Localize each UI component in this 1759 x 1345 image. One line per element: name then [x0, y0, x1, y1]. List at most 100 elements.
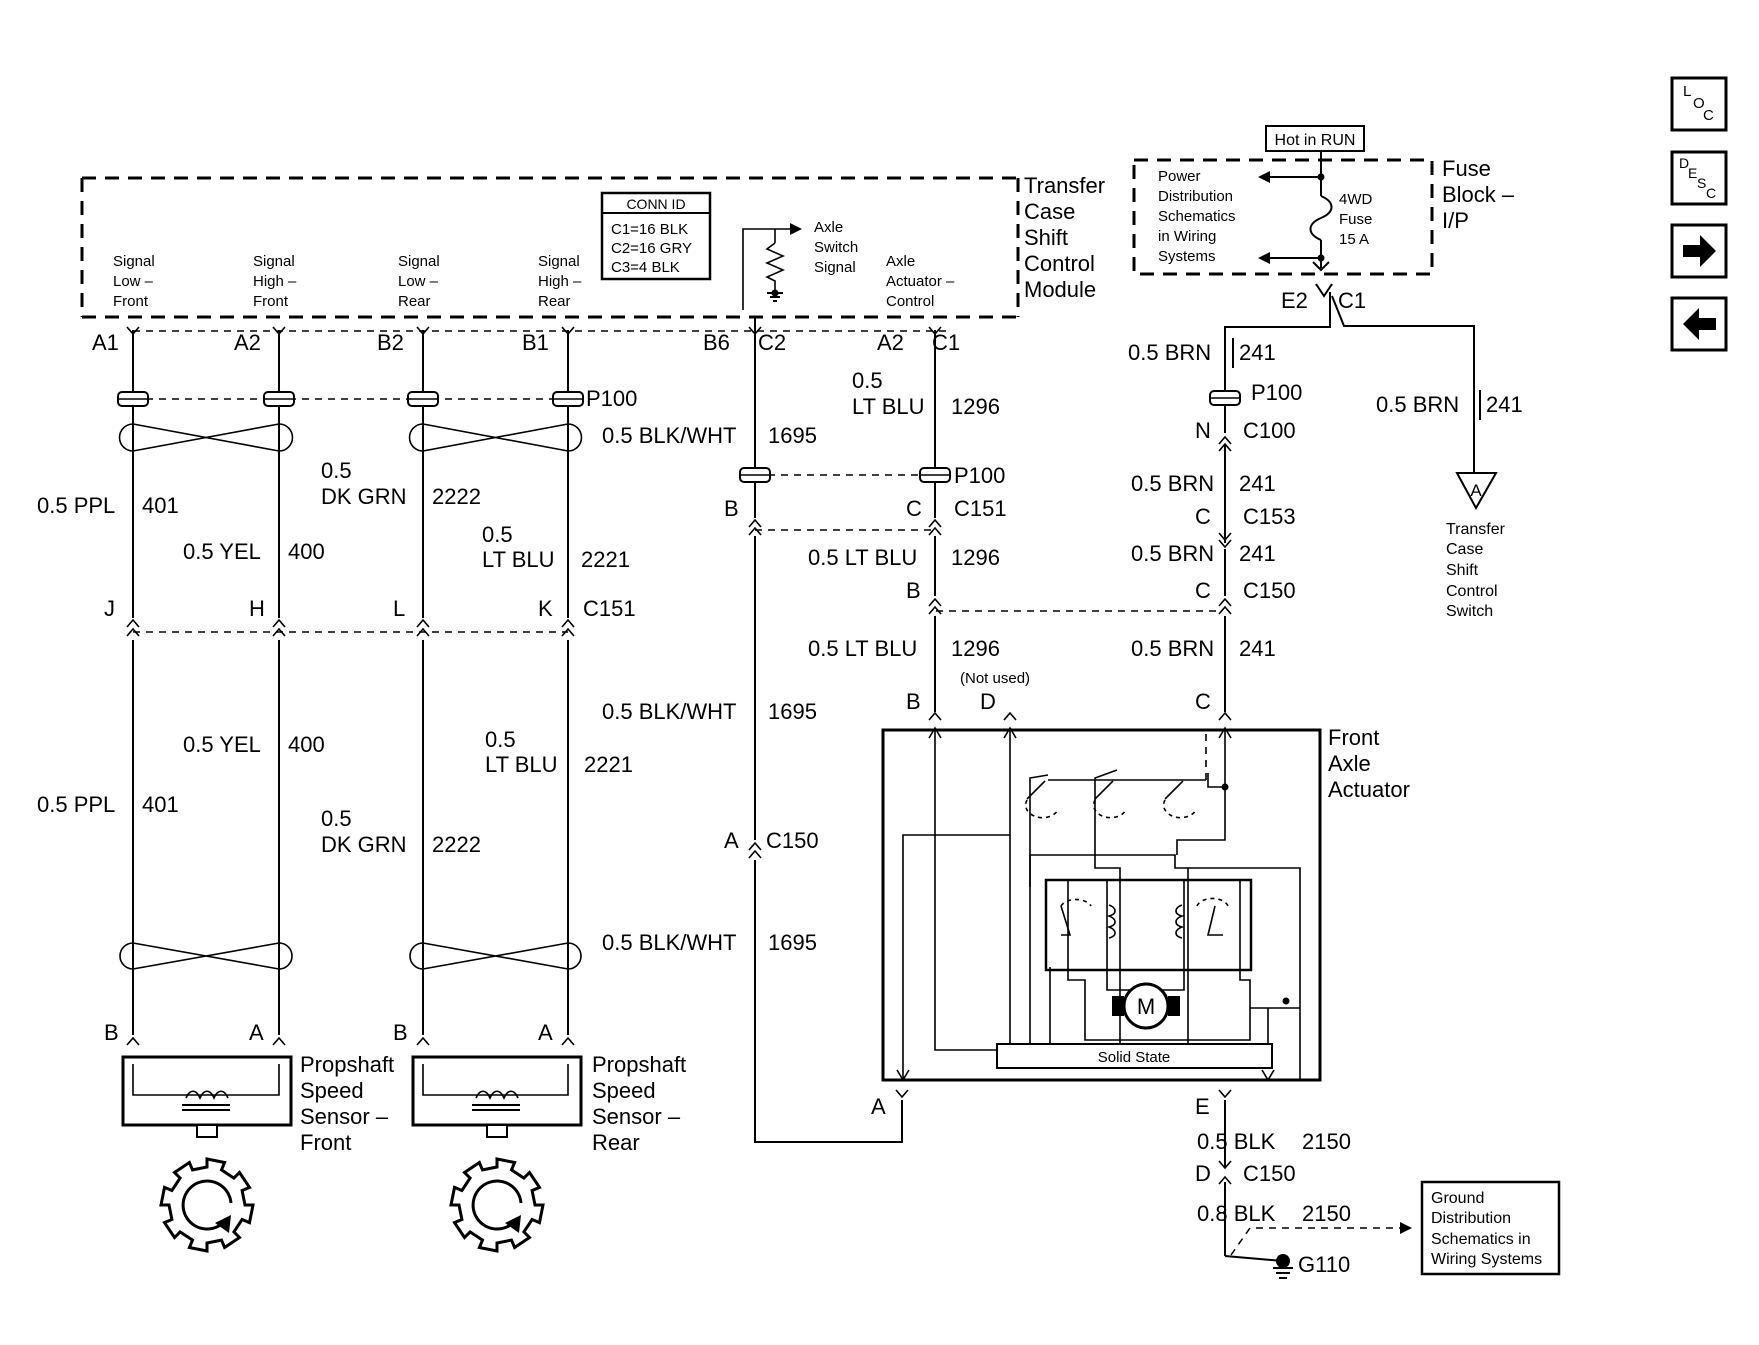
connector-chevron — [928, 597, 942, 607]
svg-text:0.5: 0.5 — [485, 727, 516, 752]
svg-text:2150: 2150 — [1302, 1129, 1351, 1154]
svg-text:A: A — [871, 1094, 886, 1119]
svg-text:0.5: 0.5 — [482, 522, 513, 547]
svg-text:Transfer Case Shif: Transfer Case Shift Control Switch — [1446, 521, 1509, 620]
svg-text:Signal: Signal — [253, 253, 295, 270]
svg-text:0.5: 0.5 — [321, 806, 352, 831]
svg-text:DK GRN: DK GRN — [321, 484, 407, 509]
connector-chevron — [928, 518, 942, 528]
conn-id-box: CONN ID C1=16 BLK C2=16 GRY C3=4 BLK — [600, 191, 712, 281]
svg-text:2221: 2221 — [584, 752, 633, 777]
connector-symbols — [117, 326, 1241, 1185]
svg-text:E2: E2 — [1281, 288, 1308, 313]
label-separators — [1232, 338, 1481, 420]
svg-text:2221: 2221 — [581, 547, 630, 572]
propshaft-speed-sensor-rear: Propshaft Speed Sensor – Rear — [411, 1052, 686, 1155]
svg-text:Low –: Low – — [113, 273, 154, 290]
svg-text:in Wiring: in Wiring — [1158, 228, 1216, 245]
connector-chevron — [416, 1036, 430, 1046]
svg-text:O: O — [1693, 95, 1705, 112]
axle-switch-signal-label: Axle Switch Signal — [814, 219, 858, 276]
prev-arrow-button[interactable] — [1670, 296, 1728, 352]
desc-button[interactable]: D E S C — [1670, 150, 1728, 206]
svg-text:A2: A2 — [877, 330, 904, 355]
svg-text:LT BLU: LT BLU — [852, 394, 925, 419]
svg-text:400: 400 — [288, 732, 325, 757]
svg-text:15 A: 15 A — [1339, 231, 1369, 248]
svg-text:C: C — [1703, 107, 1714, 124]
svg-text:C2=16 GRY: C2=16 GRY — [611, 240, 692, 257]
svg-text:E: E — [1688, 165, 1697, 181]
connector-chevron — [748, 326, 762, 336]
connector-chevron — [1218, 442, 1232, 452]
svg-text:High –: High – — [538, 273, 582, 290]
svg-text:C1: C1 — [1338, 288, 1366, 313]
connector-labels: P100 P100 P100 J H L K C151 B C C151 B N… — [104, 380, 1302, 1186]
svg-text:C150: C150 — [1243, 1161, 1296, 1186]
transfer-case-module: Transfer Case Shift Control Module CONN … — [80, 173, 1105, 319]
power-distribution-ref: Power Distribution Schematics in Wiring … — [1158, 168, 1236, 265]
svg-text:L: L — [393, 596, 405, 621]
fuse-icon — [1309, 195, 1333, 241]
svg-text:LT BLU: LT BLU — [485, 752, 558, 777]
svg-text:B6: B6 — [703, 330, 730, 355]
svg-text:401: 401 — [142, 493, 179, 518]
solid-state-module: Solid State — [996, 1043, 1273, 1069]
svg-text:C151: C151 — [583, 596, 636, 621]
next-arrow-button[interactable] — [1670, 223, 1728, 279]
svg-text:C: C — [1195, 578, 1211, 603]
svg-text:Power: Power — [1158, 168, 1201, 185]
wire-labels: 0.5 PPL 401 0.5 PPL 401 0.5 YEL 400 0.5 … — [37, 340, 1523, 1226]
svg-text:0.5: 0.5 — [852, 368, 883, 393]
g110-label: G110 — [1298, 1252, 1350, 1277]
svg-text:0.5 BLK/WHT: 0.5 BLK/WHT — [602, 930, 736, 955]
svg-text:C: C — [1195, 689, 1211, 714]
svg-text:241: 241 — [1239, 541, 1276, 566]
svg-text:0.5 YEL: 0.5 YEL — [183, 539, 261, 564]
svg-text:Rear: Rear — [398, 293, 431, 310]
svg-text:C1=16 BLK: C1=16 BLK — [611, 221, 688, 238]
svg-text:Rear: Rear — [538, 293, 571, 310]
svg-text:2222: 2222 — [432, 832, 481, 857]
connector-chevron — [126, 618, 140, 628]
svg-text:0.5: 0.5 — [321, 458, 352, 483]
svg-text:B: B — [724, 496, 739, 521]
connector-chevron — [416, 627, 430, 637]
ground-g110-icon — [1224, 1254, 1293, 1279]
svg-text:Front Axle Actuato: Front Axle Actuator — [1328, 725, 1410, 802]
svg-text:Axle: Axle — [814, 219, 843, 236]
svg-text:C: C — [1706, 185, 1716, 201]
connector-chevron — [928, 605, 942, 615]
svg-text:C1: C1 — [932, 330, 960, 355]
svg-text:0.5 PPL: 0.5 PPL — [37, 792, 115, 817]
svg-text:2150: 2150 — [1302, 1201, 1351, 1226]
svg-text:0.5 LT BLU: 0.5 LT BLU — [808, 636, 917, 661]
svg-text:2222: 2222 — [432, 484, 481, 509]
connector-chevron — [1218, 605, 1232, 615]
connector-chevron — [1218, 532, 1232, 542]
svg-text:Actuator –: Actuator – — [886, 273, 955, 290]
connector-chevron — [272, 618, 286, 628]
connector-chevron — [748, 849, 762, 859]
svg-text:A: A — [1470, 481, 1482, 500]
svg-text:Solid State: Solid State — [1098, 1049, 1171, 1066]
svg-text:A: A — [538, 1020, 553, 1045]
propshaft-speed-sensor-front: Propshaft Speed Sensor – Front — [121, 1052, 394, 1155]
svg-text:D: D — [980, 689, 996, 714]
svg-text:1695: 1695 — [768, 930, 817, 955]
svg-text:Schematics: Schematics — [1158, 208, 1236, 225]
loc-button[interactable]: L O C — [1670, 76, 1728, 132]
svg-text:B: B — [906, 578, 921, 603]
connector-chevron — [1218, 1089, 1232, 1099]
connector-chevron — [126, 326, 140, 336]
svg-text:0.5 BLK/WHT: 0.5 BLK/WHT — [602, 699, 736, 724]
not-used-label: (Not used) — [960, 670, 1030, 687]
svg-text:400: 400 — [288, 539, 325, 564]
signal-high-front-label: Signal High – Front — [253, 253, 297, 310]
signal-low-front-label: Signal Low – Front — [113, 253, 155, 310]
svg-text:S: S — [1697, 175, 1706, 191]
svg-text:B2: B2 — [377, 330, 404, 355]
svg-text:0.5 BLK/WHT: 0.5 BLK/WHT — [602, 423, 736, 448]
connector-chevron — [748, 518, 762, 528]
connector-chevron — [928, 526, 942, 536]
